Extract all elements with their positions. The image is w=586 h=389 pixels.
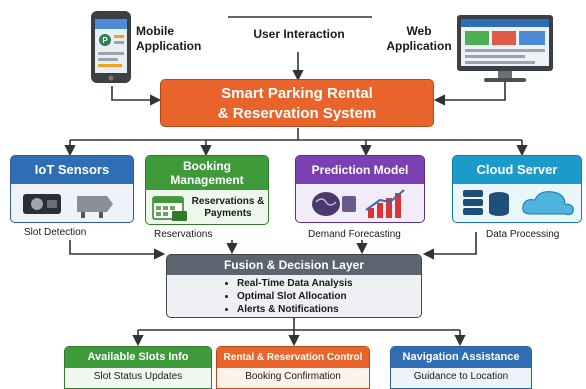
available-slots-box: Available Slots Info Slot Status Updates <box>64 346 212 389</box>
mobile-label-line-1: Mobile <box>136 24 174 38</box>
booking-line-1: Reservations & <box>191 196 265 207</box>
brain-icon <box>310 188 410 222</box>
navigation-assistance-title: Navigation Assistance <box>391 347 531 368</box>
fusion-decision-box: Fusion & Decision Layer Real-Time Data A… <box>166 254 422 318</box>
cloud-server-box: Cloud Server <box>452 155 582 223</box>
svg-text:P: P <box>102 36 108 45</box>
available-slots-title: Available Slots Info <box>65 347 211 368</box>
mobile-label-line-2: Application <box>136 39 202 53</box>
web-application-label: Web Application <box>386 24 452 54</box>
cloud-icon <box>461 186 579 222</box>
system-title-line-1: Smart Parking Rental <box>221 85 373 102</box>
booking-management-box: Booking Management Reservations & Paymen… <box>145 155 269 225</box>
mobile-phone-icon: P <box>90 10 132 84</box>
navigation-assistance-box: Navigation Assistance Guidance to Locati… <box>390 346 532 389</box>
rental-reservation-box: Rental & Reservation Control Booking Con… <box>216 346 370 389</box>
iot-caption: Slot Detection <box>24 227 87 238</box>
booking-caption: Reservations <box>154 229 213 240</box>
rental-reservation-title: Rental & Reservation Control <box>217 347 369 368</box>
fusion-items-list: Real-Time Data Analysis Optimal Slot All… <box>167 277 421 316</box>
rental-reservation-line: Booking Confirmation <box>245 371 341 382</box>
cloud-server-title: Cloud Server <box>453 156 581 184</box>
available-slots-line: Slot Status Updates <box>93 371 183 382</box>
iot-sensors-title: IoT Sensors <box>11 156 133 184</box>
fusion-item: Real-Time Data Analysis <box>237 277 421 290</box>
system-box: Smart Parking Rental & Reservation Syste… <box>160 79 434 127</box>
cloud-caption: Data Processing <box>486 229 560 240</box>
booking-title-line-2: Management <box>170 173 244 187</box>
iot-sensors-box: IoT Sensors <box>10 155 134 223</box>
user-interaction-label: User Interaction <box>253 27 345 41</box>
sensor-icon <box>21 188 125 222</box>
fusion-item: Alerts & Notifications <box>237 303 421 316</box>
system-title-line-2: & Reservation System <box>217 105 377 122</box>
mobile-application-label: Mobile Application <box>136 24 201 54</box>
web-monitor-icon <box>456 14 554 84</box>
web-label-line-1: Web <box>406 24 432 38</box>
calendar-icon <box>152 196 188 224</box>
prediction-model-title: Prediction Model <box>296 156 424 184</box>
navigation-assistance-line: Guidance to Location <box>413 371 509 382</box>
prediction-model-box: Prediction Model <box>295 155 425 223</box>
web-label-line-2: Application <box>386 39 452 53</box>
fusion-title: Fusion & Decision Layer <box>167 255 421 275</box>
prediction-caption: Demand Forecasting <box>308 229 401 240</box>
fusion-item: Optimal Slot Allocation <box>237 290 421 303</box>
booking-title-line-1: Booking <box>183 159 231 173</box>
booking-line-2: Payments <box>204 208 252 219</box>
